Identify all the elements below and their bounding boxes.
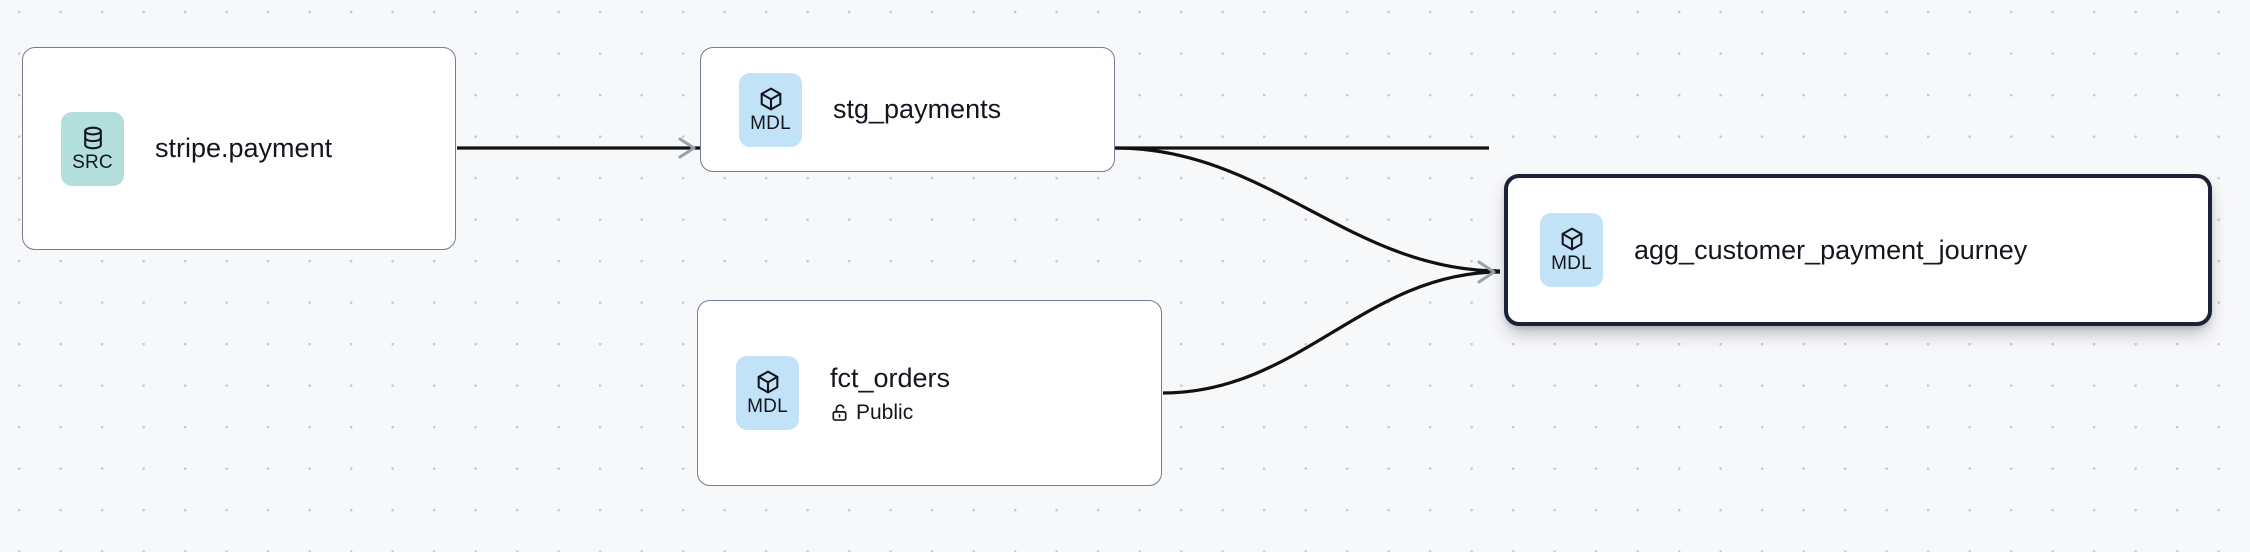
model-badge-label: MDL [1551,253,1592,274]
cube-icon [760,87,781,110]
node-fct-orders[interactable]: MDL fct_orders Public [697,300,1162,486]
model-badge-label: MDL [747,396,788,417]
node-stripe-payment[interactable]: SRC stripe.payment [22,47,456,250]
node-visibility: Public [830,400,950,425]
cube-icon [1561,227,1582,251]
database-icon [83,126,102,149]
node-stg-payments[interactable]: MDL stg_payments [700,47,1115,172]
node-body: stripe.payment [155,132,332,165]
node-title: stg_payments [833,94,1002,124]
model-badge-label: MDL [750,112,791,134]
source-badge: SRC [61,111,124,186]
cube-icon [757,370,778,394]
node-visibility-label: Public [856,400,914,424]
node-body: stg_payments [833,93,1001,126]
source-badge-label: SRC [72,151,113,173]
node-title: stripe.payment [155,133,333,163]
unlock-icon [832,403,847,421]
node-body: fct_orders Public [830,362,950,425]
model-badge: MDL [1540,213,1603,287]
model-badge: MDL [739,72,802,147]
node-body: agg_customer_payment_journey [1634,234,2027,267]
arrowhead-icon [1477,260,1496,284]
node-title: agg_customer_payment_journey [1634,234,2028,265]
node-agg-customer-payment-journey[interactable]: MDL agg_customer_payment_journey [1504,174,2212,326]
edge-fct-orders-to-agg-customer-payment-journey [1162,260,1501,395]
model-badge: MDL [736,356,799,430]
node-title: fct_orders [830,362,951,393]
edge-stg-payments-to-agg-customer-payment-journey [1115,146,1501,273]
arrowhead-icon [678,137,696,159]
